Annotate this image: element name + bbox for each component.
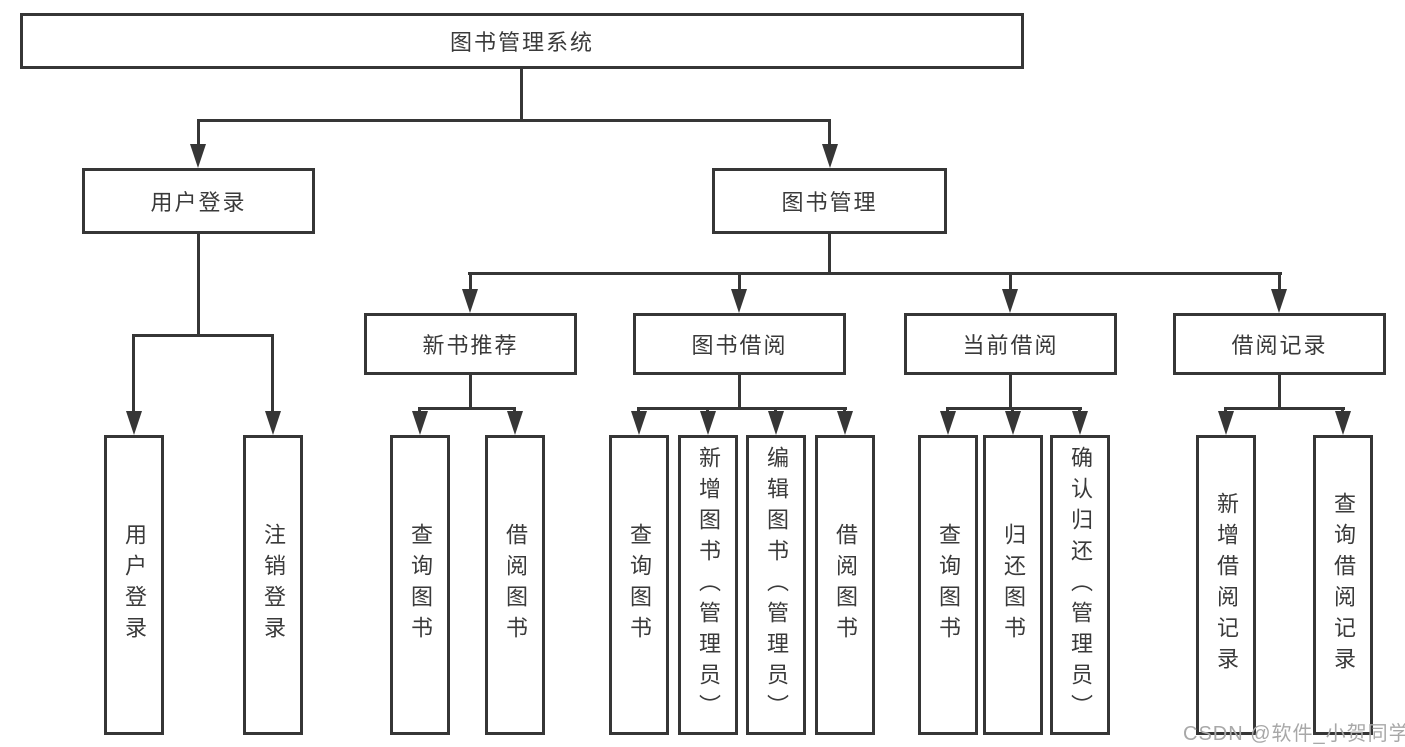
- connector-vline: [1078, 407, 1081, 414]
- arrow-down-icon: [1002, 289, 1018, 313]
- node-current-borrowing: 当前借阅: [904, 313, 1117, 375]
- connector-hline: [637, 407, 847, 410]
- connector-vline: [1009, 272, 1012, 292]
- arrow-down-icon: [940, 411, 956, 435]
- watermark-text: CSDN @软件_小贺同学: [1183, 723, 1405, 745]
- connector-vline: [520, 69, 523, 122]
- connector-vline: [1224, 407, 1227, 414]
- arrow-down-icon: [837, 411, 853, 435]
- arrow-down-icon: [462, 289, 478, 313]
- leaf-label: 注销登录: [261, 523, 286, 647]
- node-label: 当前借阅: [962, 333, 1059, 358]
- arrow-down-icon: [1271, 289, 1287, 313]
- node-user-login: 用户登录: [82, 168, 315, 234]
- connector-vline: [513, 407, 516, 414]
- leaf-add-borrow-record: 新增借阅记录: [1196, 435, 1256, 735]
- node-book-borrowing: 图书借阅: [633, 313, 846, 375]
- leaf-confirm-return-admin: 确认归还（管理员）: [1050, 435, 1110, 735]
- node-label: 图书借阅: [691, 333, 788, 358]
- leaf-edit-books-admin: 编辑图书（管理员）: [746, 435, 806, 735]
- arrow-down-icon: [190, 144, 206, 168]
- leaf-label: 借阅图书: [503, 523, 528, 647]
- leaf-label: 查询图书: [408, 523, 433, 647]
- leaf-query-borrow-record: 查询借阅记录: [1313, 435, 1373, 735]
- leaf-add-books-admin: 新增图书（管理员）: [678, 435, 738, 735]
- connector-vline: [843, 407, 846, 414]
- connector-vline: [738, 375, 741, 410]
- leaf-borrow-books-borrowing: 借阅图书: [815, 435, 875, 735]
- connector-hline: [418, 407, 516, 410]
- leaf-query-books-recommend: 查询图书: [390, 435, 450, 735]
- leaf-query-books-current: 查询图书: [918, 435, 978, 735]
- arrow-down-icon: [1218, 411, 1234, 435]
- arrow-down-icon: [412, 411, 428, 435]
- arrow-down-icon: [631, 411, 647, 435]
- connector-vline: [774, 407, 777, 414]
- connector-vline: [1278, 375, 1281, 410]
- leaf-label: 查询图书: [627, 523, 652, 647]
- node-label: 新书推荐: [422, 333, 519, 358]
- connector-hline: [1224, 407, 1345, 410]
- connector-hline: [197, 119, 831, 122]
- connector-hline: [132, 334, 274, 337]
- connector-vline: [738, 272, 741, 292]
- connector-vline: [1011, 407, 1014, 414]
- connector-vline: [469, 375, 472, 410]
- arrow-down-icon: [768, 411, 784, 435]
- connector-vline: [1341, 407, 1344, 414]
- connector-hline: [468, 272, 1282, 275]
- connector-vline: [828, 119, 831, 148]
- node-label: 用户登录: [150, 190, 247, 215]
- connector-vline: [132, 334, 135, 414]
- node-label: 借阅记录: [1231, 333, 1328, 358]
- arrow-down-icon: [822, 144, 838, 168]
- leaf-label: 新增借阅记录: [1214, 492, 1239, 678]
- leaf-label: 归还图书: [1001, 523, 1026, 647]
- connector-vline: [1009, 375, 1012, 410]
- leaf-label: 借阅图书: [833, 523, 858, 647]
- node-label: 图书管理: [781, 190, 878, 215]
- leaf-logout: 注销登录: [243, 435, 303, 735]
- leaf-label: 查询借阅记录: [1331, 492, 1356, 678]
- connector-vline: [271, 334, 274, 414]
- leaf-label: 查询图书: [936, 523, 961, 647]
- leaf-label: 用户登录: [122, 523, 147, 647]
- connector-vline: [946, 407, 949, 414]
- connector-vline: [418, 407, 421, 414]
- node-book-management: 图书管理: [712, 168, 947, 234]
- connector-vline: [469, 272, 472, 292]
- connector-vline: [637, 407, 640, 414]
- connector-vline: [197, 234, 200, 337]
- arrow-down-icon: [1335, 411, 1351, 435]
- leaf-label: 确认归还（管理员）: [1068, 445, 1093, 725]
- connector-vline: [1278, 272, 1281, 292]
- arrow-down-icon: [265, 411, 281, 435]
- arrow-down-icon: [507, 411, 523, 435]
- leaf-return-books: 归还图书: [983, 435, 1043, 735]
- connector-vline: [828, 234, 831, 275]
- leaf-user-login: 用户登录: [104, 435, 164, 735]
- leaf-label: 编辑图书（管理员）: [764, 445, 789, 725]
- leaf-label: 新增图书（管理员）: [696, 445, 721, 725]
- connector-hline: [946, 407, 1082, 410]
- node-new-book-recommendation: 新书推荐: [364, 313, 577, 375]
- node-borrowing-records: 借阅记录: [1173, 313, 1386, 375]
- leaf-borrow-books-recommend: 借阅图书: [485, 435, 545, 735]
- arrow-down-icon: [1072, 411, 1088, 435]
- node-label: 图书管理系统: [449, 30, 594, 55]
- leaf-query-books-borrowing: 查询图书: [609, 435, 669, 735]
- arrow-down-icon: [1005, 411, 1021, 435]
- arrow-down-icon: [731, 289, 747, 313]
- node-library-management-system: 图书管理系统: [20, 13, 1024, 69]
- connector-vline: [706, 407, 709, 414]
- arrow-down-icon: [700, 411, 716, 435]
- arrow-down-icon: [126, 411, 142, 435]
- connector-vline: [197, 119, 200, 148]
